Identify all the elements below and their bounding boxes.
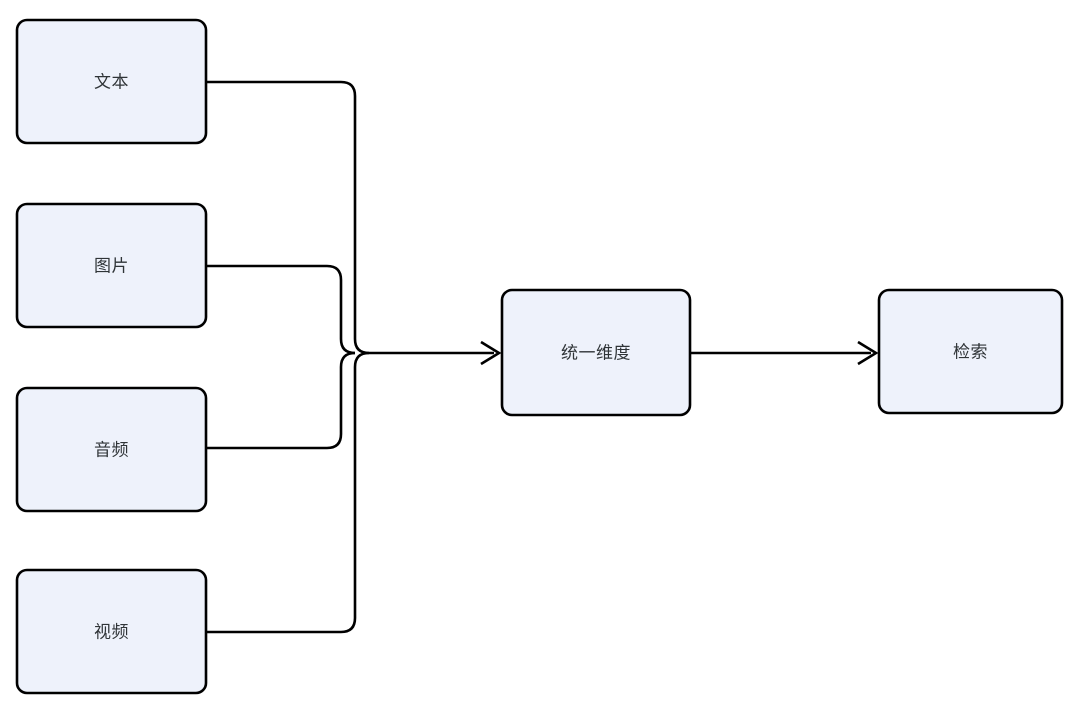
node-image-box[interactable] (15, 202, 208, 329)
edge-group (206, 80, 879, 634)
node-audio-box[interactable] (15, 386, 208, 513)
node-text-box[interactable] (15, 18, 208, 145)
edge-image-to-unify[interactable] (206, 264, 356, 355)
edge-text-to-unify[interactable] (206, 80, 494, 355)
node-text[interactable]: 文本 (15, 18, 208, 145)
node-text-label: 文本 (94, 73, 129, 92)
node-audio-label: 音频 (94, 441, 129, 460)
node-image-label: 图片 (94, 257, 129, 276)
node-video-label: 视频 (94, 623, 129, 642)
edge-video-to-unify[interactable] (206, 351, 370, 634)
node-audio[interactable]: 音频 (15, 386, 208, 513)
node-retrieve-label: 检索 (953, 343, 988, 362)
node-video[interactable]: 视频 (15, 568, 208, 695)
node-unify[interactable]: 统一维度 (500, 288, 692, 417)
node-video-box[interactable] (15, 568, 208, 695)
edge-audio-to-unify[interactable] (206, 351, 356, 450)
node-image[interactable]: 图片 (15, 202, 208, 329)
node-group: 文本 图片 音频 视频 统一维度 (15, 18, 1064, 695)
arrowhead-into-unify (480, 340, 502, 366)
node-retrieve[interactable]: 检索 (877, 288, 1064, 415)
node-unify-box[interactable] (500, 288, 692, 417)
node-unify-label: 统一维度 (561, 344, 631, 363)
arrowhead-into-retrieve (857, 340, 879, 366)
node-retrieve-box[interactable] (877, 288, 1064, 415)
